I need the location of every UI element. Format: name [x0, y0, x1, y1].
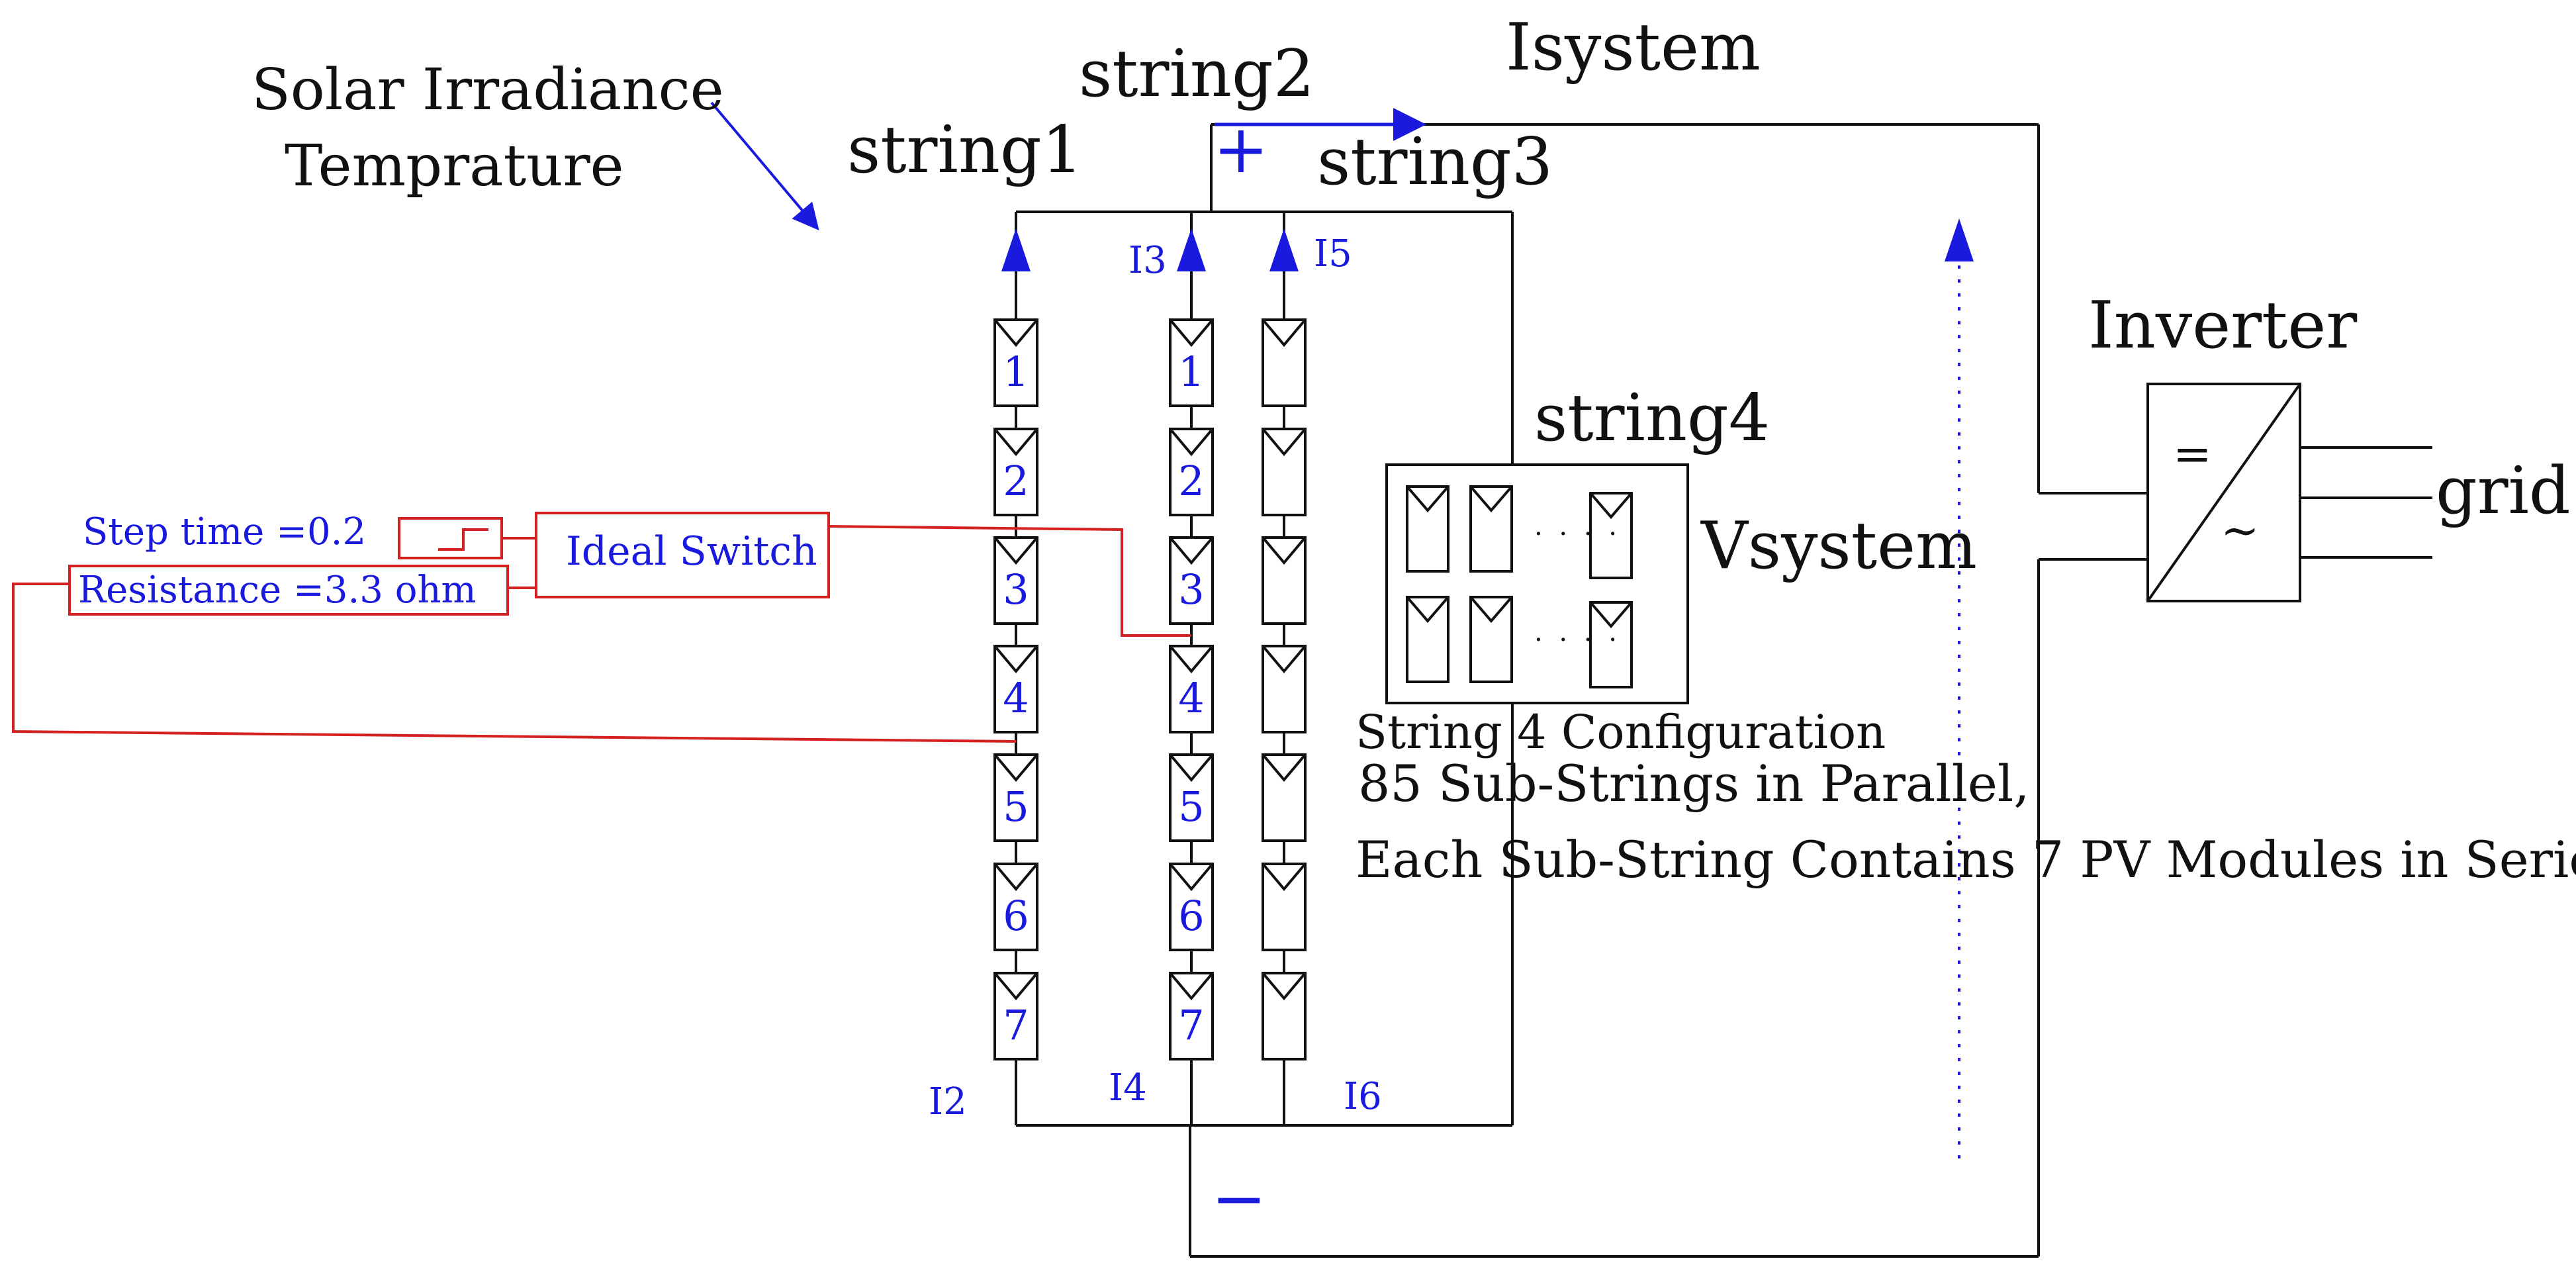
string4-array: . . . . . . . .: [1385, 463, 1689, 704]
string3-modules: [1262, 212, 1307, 1125]
string4-label: string4: [1534, 381, 1770, 456]
string4-mini-modules: [1406, 485, 1633, 688]
solar-irradiance-label: Solar Irradiance: [252, 57, 724, 123]
string2-current-arrow: [1177, 228, 1206, 271]
string3-pv-module: [1262, 318, 1307, 407]
current-i4: I4: [1109, 1066, 1147, 1109]
string4-config-title: String 4 Configuration: [1356, 705, 1886, 759]
grid-label: grid: [2436, 453, 2571, 529]
resistance-label: Resistance =3.3 ohm: [78, 569, 477, 612]
string4-dots-bottom: . . . .: [1534, 617, 1621, 647]
string3-pv-module: [1262, 972, 1307, 1060]
string2-pv-module: 2: [1169, 428, 1214, 516]
string1-module-number: 5: [1003, 782, 1029, 831]
string2-pv-module: 3: [1169, 536, 1214, 625]
string1-module-number: 7: [1003, 1001, 1029, 1049]
current-i5: I5: [1314, 232, 1352, 275]
string1-modules: 1 2 3 4 5 6 7: [993, 212, 1038, 1125]
string3-label: string3: [1317, 124, 1553, 200]
string4-sub-module: [1469, 596, 1513, 683]
string1-pv-module: 3: [993, 536, 1038, 625]
string3-pv-module: [1262, 536, 1307, 625]
current-i3: I3: [1128, 239, 1167, 282]
string3-pv-module: [1262, 753, 1307, 842]
string1-pv-module: 2: [993, 428, 1038, 516]
string1-module-number: 4: [1003, 674, 1029, 722]
string1-pv-module: 7: [993, 972, 1038, 1060]
string2-module-number: 5: [1178, 782, 1204, 831]
string1-pv-module: 4: [993, 645, 1038, 733]
string2-module-number: 4: [1178, 674, 1204, 722]
inverter-diagonal: [2146, 383, 2301, 602]
string3-current-arrow: [1269, 228, 1299, 271]
string2-module-number: 3: [1178, 565, 1204, 614]
string4-sub-module: [1589, 601, 1633, 688]
step-block: [398, 517, 503, 559]
step-signal-icon: [438, 528, 488, 551]
string2-pv-module: 7: [1169, 972, 1214, 1060]
vsystem-label: Vsystem: [1700, 508, 1977, 584]
ideal-switch-box: [535, 512, 830, 598]
inverter-block: = ~: [2146, 383, 2301, 602]
string1-module-number: 3: [1003, 565, 1029, 614]
string4-config-line2: Each Sub-String Contains 7 PV Modules in…: [1356, 830, 2576, 889]
string1-module-number: 6: [1003, 892, 1029, 940]
temperature-label: Temprature: [285, 133, 624, 199]
negative-terminal: −: [1211, 1160, 1267, 1237]
string1-current-arrow: [1001, 228, 1031, 271]
current-i2: I2: [929, 1080, 967, 1123]
string1-pv-module: 1: [993, 318, 1038, 407]
ideal-switch-label: Ideal Switch: [566, 528, 817, 575]
inverter-ac-symbol: ~: [2221, 503, 2260, 557]
inverter-dc-symbol: =: [2173, 427, 2212, 481]
switch-to-string2-wire: [828, 525, 1191, 637]
blue-arrows: [710, 101, 1960, 1158]
string3-pv-module: [1262, 863, 1307, 951]
string2-label: string2: [1079, 36, 1314, 112]
current-i6: I6: [1344, 1075, 1382, 1118]
resistance-to-string1-wire: [12, 583, 1017, 743]
string3-pv-module: [1262, 645, 1307, 733]
string2-pv-module: 4: [1169, 645, 1214, 733]
string2-pv-module: 5: [1169, 753, 1214, 842]
string4-box: [1385, 463, 1689, 704]
irradiance-arrow: [710, 101, 819, 231]
string2-modules: 1 2 3 4 5 6 7: [1169, 212, 1214, 1125]
string4-sub-module: [1406, 596, 1449, 683]
inverter-label: Inverter: [2088, 288, 2357, 363]
vsystem-arrowhead: [1945, 218, 1974, 261]
string4-sub-module: [1406, 485, 1449, 573]
string2-module-number: 2: [1178, 457, 1204, 505]
string1-module-number: 1: [1003, 348, 1029, 396]
string2-module-number: 6: [1178, 892, 1204, 940]
isystem-label: Isystem: [1506, 10, 1761, 85]
positive-terminal: +: [1213, 111, 1269, 188]
string1-pv-module: 5: [993, 753, 1038, 842]
inverter-box: [2146, 383, 2301, 602]
string4-sub-module: [1469, 485, 1513, 573]
fault-circuit: [12, 512, 1191, 743]
string2-module-number: 7: [1178, 1001, 1204, 1049]
string4-config-line1: 85 Sub-Strings in Parallel,: [1358, 754, 2029, 813]
string4-dots-top: . . . .: [1534, 511, 1621, 541]
string2-pv-module: 6: [1169, 863, 1214, 951]
string2-module-number: 1: [1178, 348, 1204, 396]
step-time-label: Step time =0.2: [83, 510, 366, 553]
string4-sub-module: [1589, 492, 1633, 579]
string1-label: string1: [847, 113, 1083, 188]
string1-pv-module: 6: [993, 863, 1038, 951]
string2-pv-module: 1: [1169, 318, 1214, 407]
string3-pv-module: [1262, 428, 1307, 516]
resistance-box: [68, 565, 509, 616]
string1-module-number: 2: [1003, 457, 1029, 505]
